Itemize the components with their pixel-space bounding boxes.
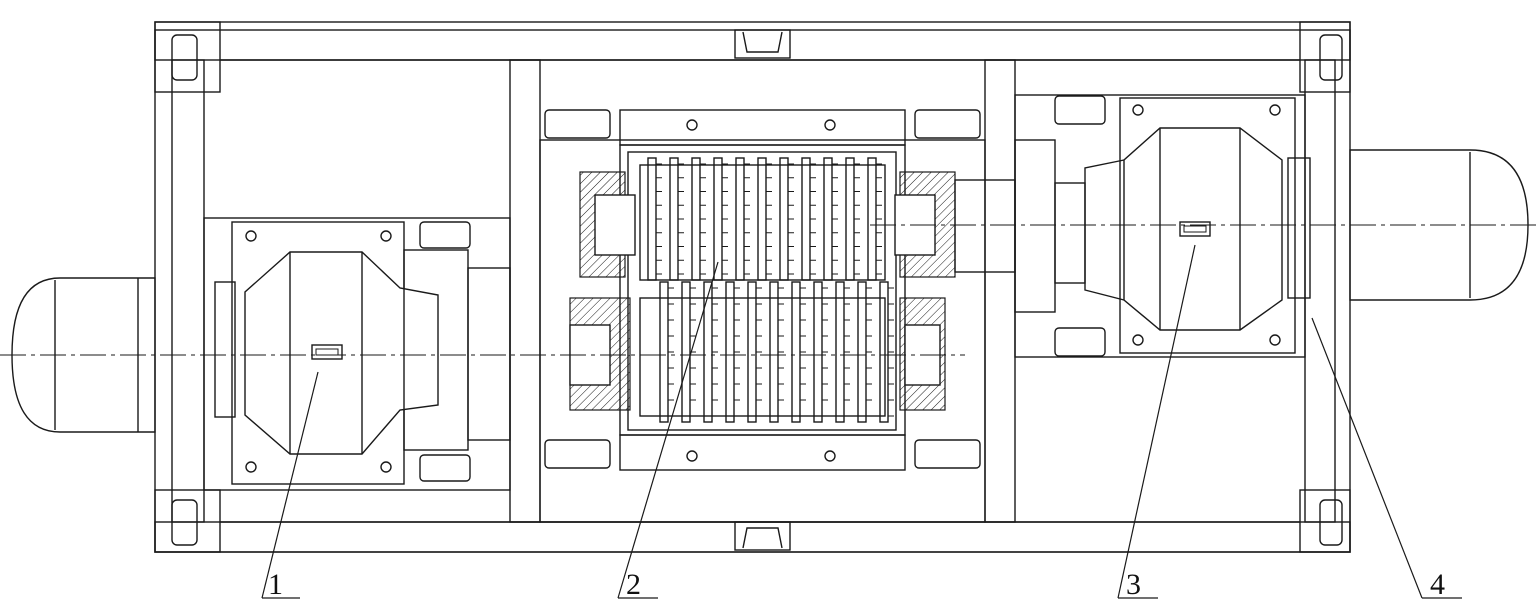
cutter-disc [867, 157, 877, 281]
lower-cutter-discs [659, 281, 894, 423]
corner-foot-bl [154, 489, 221, 553]
cutter-disc [681, 281, 691, 423]
callout-3: 3 [1117, 244, 1196, 601]
cutter-disc [691, 157, 701, 281]
cutter-disc [647, 157, 657, 281]
left-gearbox [203, 217, 511, 491]
cutter-disc [813, 281, 823, 423]
right-gearbox [1014, 94, 1311, 358]
cutter-disc [823, 157, 833, 281]
cutter-disc [769, 281, 779, 423]
lower-shaft [569, 281, 946, 423]
callout-4: 4 [1311, 317, 1462, 601]
cutter-disc [713, 157, 723, 281]
callout-2: 2 [617, 261, 719, 601]
cutter-disc [735, 157, 745, 281]
callout-label-3: 3 [1126, 568, 1141, 601]
cutter-disc [659, 281, 669, 423]
callout-label-1: 1 [268, 568, 283, 601]
cutter-disc [669, 157, 679, 281]
cutter-disc [757, 157, 767, 281]
cutter-disc [879, 281, 889, 423]
cutter-disc [857, 281, 867, 423]
shredder-housing [539, 109, 986, 523]
upper-shaft [579, 157, 1016, 281]
callout-label-2: 2 [626, 568, 641, 601]
cutter-disc [779, 157, 789, 281]
corner-foot-br [1299, 489, 1351, 553]
cutter-disc [725, 281, 735, 423]
corner-foot-tr [1299, 21, 1351, 93]
callout-1: 1 [261, 371, 319, 601]
corner-foot-tl [154, 21, 221, 93]
callout-label-4: 4 [1430, 568, 1445, 601]
cutter-disc [801, 157, 811, 281]
cutter-disc [845, 157, 855, 281]
upper-cutter-discs [647, 157, 882, 281]
cutter-disc [835, 281, 845, 423]
cutter-disc [747, 281, 757, 423]
cutter-disc [791, 281, 801, 423]
